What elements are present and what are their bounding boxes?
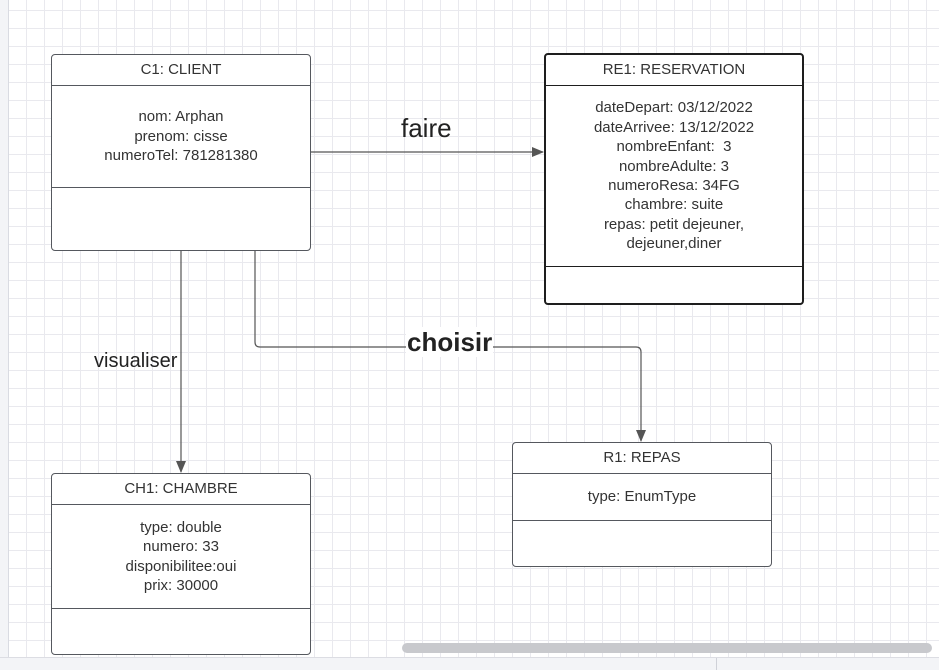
chambre-attribute-disponibilitee: disponibilitee:oui [125,557,237,575]
reservation-class-title: RE1: RESERVATION [546,55,802,86]
bottom-toolbar [0,657,939,670]
reservation-class-box[interactable]: RE1: RESERVATION dateDepart: 03/12/2022 … [544,53,804,305]
chambre-attribute-prix: prix: 30000 [143,576,219,594]
reservation-attribute-chambre: chambre: suite [624,196,724,214]
repas-class-title: R1: REPAS [513,443,771,474]
horizontal-scrollbar[interactable] [402,643,932,653]
reservation-methods [546,267,802,303]
chambre-attribute-numero: numero: 33 [143,538,219,556]
reservation-attribute-repas: repas: petit dejeuner, [603,215,745,233]
repas-attribute-type: type: EnumType [587,488,697,506]
reservation-attributes: dateDepart: 03/12/2022 dateArrivee: 13/1… [546,86,802,267]
choisir-association-label[interactable]: choisir [406,327,494,357]
client-attributes: nom: Arphan prenom: cisse numeroTel: 781… [52,86,310,188]
client-class-box[interactable]: C1: CLIENT nom: Arphan prenom: cisse num… [51,54,311,251]
reservation-attribute-nombreenfant: nombreEnfant: 3 [616,138,732,156]
client-attribute-prenom: prenom: cisse [134,127,228,145]
client-class-title: C1: CLIENT [52,55,310,86]
bottom-toolbar-divider [716,658,717,670]
reservation-attribute-datedepart: dateDepart: 03/12/2022 [595,99,753,117]
left-side-rail [0,0,9,669]
repas-attributes: type: EnumType [513,474,771,521]
chambre-class-title: CH1: CHAMBRE [52,474,310,505]
repas-class-box[interactable]: R1: REPAS type: EnumType [512,442,772,567]
chambre-attributes: type: double numero: 33 disponibilitee:o… [52,505,310,609]
reservation-attribute-nombreadulte: nombreAdulte: 3 [618,157,730,175]
reservation-attribute-datearrivee: dateArrivee: 13/12/2022 [593,118,755,136]
reservation-attribute-numeroresa: numeroResa: 34FG [608,177,740,194]
chambre-methods [52,609,310,654]
faire-association-label[interactable]: faire [401,113,452,143]
reservation-attribute-repas-continued: dejeuner,diner [626,235,722,253]
client-attribute-nom: nom: Arphan [138,108,224,126]
repas-methods [513,521,771,566]
chambre-attribute-type: type: double [140,518,222,536]
visualiser-association-label[interactable]: visualiser [94,350,178,372]
client-methods [52,188,310,250]
client-attribute-numerotel: numeroTel: 781281380 [104,147,258,165]
chambre-class-box[interactable]: CH1: CHAMBRE type: double numero: 33 dis… [51,473,311,655]
